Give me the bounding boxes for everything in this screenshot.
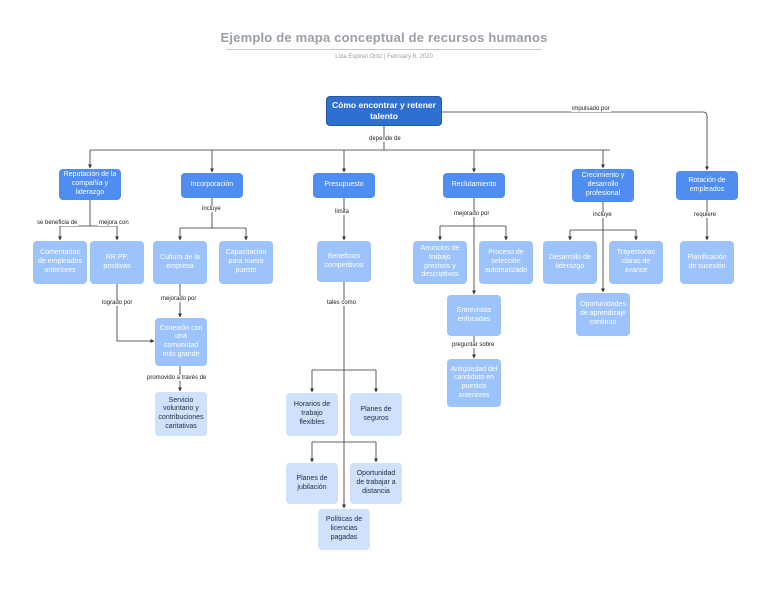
- label-logrado-por: logrado por: [101, 300, 134, 306]
- page-title: Ejemplo de mapa conceptual de recursos h…: [220, 30, 548, 45]
- node-root[interactable]: Cómo encontrar y retener talento: [326, 96, 442, 126]
- node-oportunidad-distancia[interactable]: Oportunidad de trabajar a distancia: [350, 463, 402, 504]
- node-planes-jubilacion[interactable]: Planes de jubilación: [286, 463, 338, 504]
- label-se-beneficia-de: se beneficia de: [36, 220, 79, 226]
- label-incluye-crecimiento: incluye: [592, 212, 613, 218]
- label-tales-como: tales como: [326, 300, 358, 306]
- edge-root-rotacion: [442, 111, 709, 171]
- label-mejorado-por-reclutamiento: mejorado por: [453, 211, 491, 217]
- node-cultura[interactable]: Cultura de la empresa: [153, 241, 207, 284]
- node-proceso[interactable]: Proceso de selección automatizado: [479, 241, 533, 284]
- node-comentarios[interactable]: Comentarios de empleados anteriores: [33, 241, 87, 284]
- label-limita: limita: [334, 209, 351, 215]
- label-mejora-con: mejora con: [98, 220, 130, 226]
- node-planes-seguros[interactable]: Planes de seguros: [350, 393, 402, 436]
- node-reclutamiento[interactable]: Reclutamiento: [443, 173, 505, 198]
- label-depende-de: depende de: [368, 136, 402, 142]
- node-incorporacion[interactable]: Incorporación: [181, 173, 243, 198]
- node-servicio[interactable]: Servicio voluntario y contribuciones car…: [155, 392, 207, 436]
- node-anuncios[interactable]: Anuncios de trabajo precisos y descripti…: [413, 241, 467, 284]
- node-crecimiento[interactable]: Crecimiento y desarrollo profesional: [572, 169, 634, 202]
- label-requiere: requiere: [693, 212, 718, 218]
- label-incluye-incorporacion: incluye: [201, 206, 222, 212]
- node-capacitacion[interactable]: Capacitación para nuevo puesto: [219, 241, 273, 284]
- node-entrevistas[interactable]: Entrevistas enfocadas: [447, 295, 501, 336]
- node-antiguedad[interactable]: Antigüedad del candidato en puestos ante…: [447, 359, 501, 407]
- label-preguntar-sobre: preguntar sobre: [451, 342, 496, 348]
- node-reputacion[interactable]: Reputación de la compañía y liderazgo: [59, 169, 121, 200]
- node-trayectorias[interactable]: Trayectorias claras de avance: [609, 241, 663, 284]
- node-rotacion[interactable]: Rotación de empleados: [676, 171, 738, 200]
- node-presupuesto[interactable]: Presupuesto: [313, 173, 375, 198]
- node-oportunidades[interactable]: Oportunidades de aprendizaje continuo: [576, 293, 630, 336]
- label-impulsado-por: impulsado por: [571, 106, 611, 112]
- label-mejorado-por-cultura: mejorado por: [160, 296, 198, 302]
- node-politicas[interactable]: Políticas de licencias pagadas: [318, 509, 370, 550]
- node-desarrollo[interactable]: Desarrollo de liderazgo: [543, 241, 597, 284]
- label-promovido-a-traves-de: promovido a través de: [146, 375, 208, 381]
- node-planificacion[interactable]: Planificación de sucesión: [680, 241, 734, 284]
- node-rrpp[interactable]: RR.PP. positivas: [90, 241, 144, 284]
- node-conexion[interactable]: Conexión con una comunidad más grande: [155, 318, 207, 366]
- page-subtitle: Lida Espinel Ortiz | February 6, 2020: [335, 54, 433, 60]
- node-horarios[interactable]: Horarios de trabajo flexibles: [286, 393, 338, 436]
- node-beneficios[interactable]: Beneficios competitivos: [317, 241, 371, 282]
- edge-rrpp-conexion: [116, 284, 155, 343]
- title-divider: [226, 49, 542, 50]
